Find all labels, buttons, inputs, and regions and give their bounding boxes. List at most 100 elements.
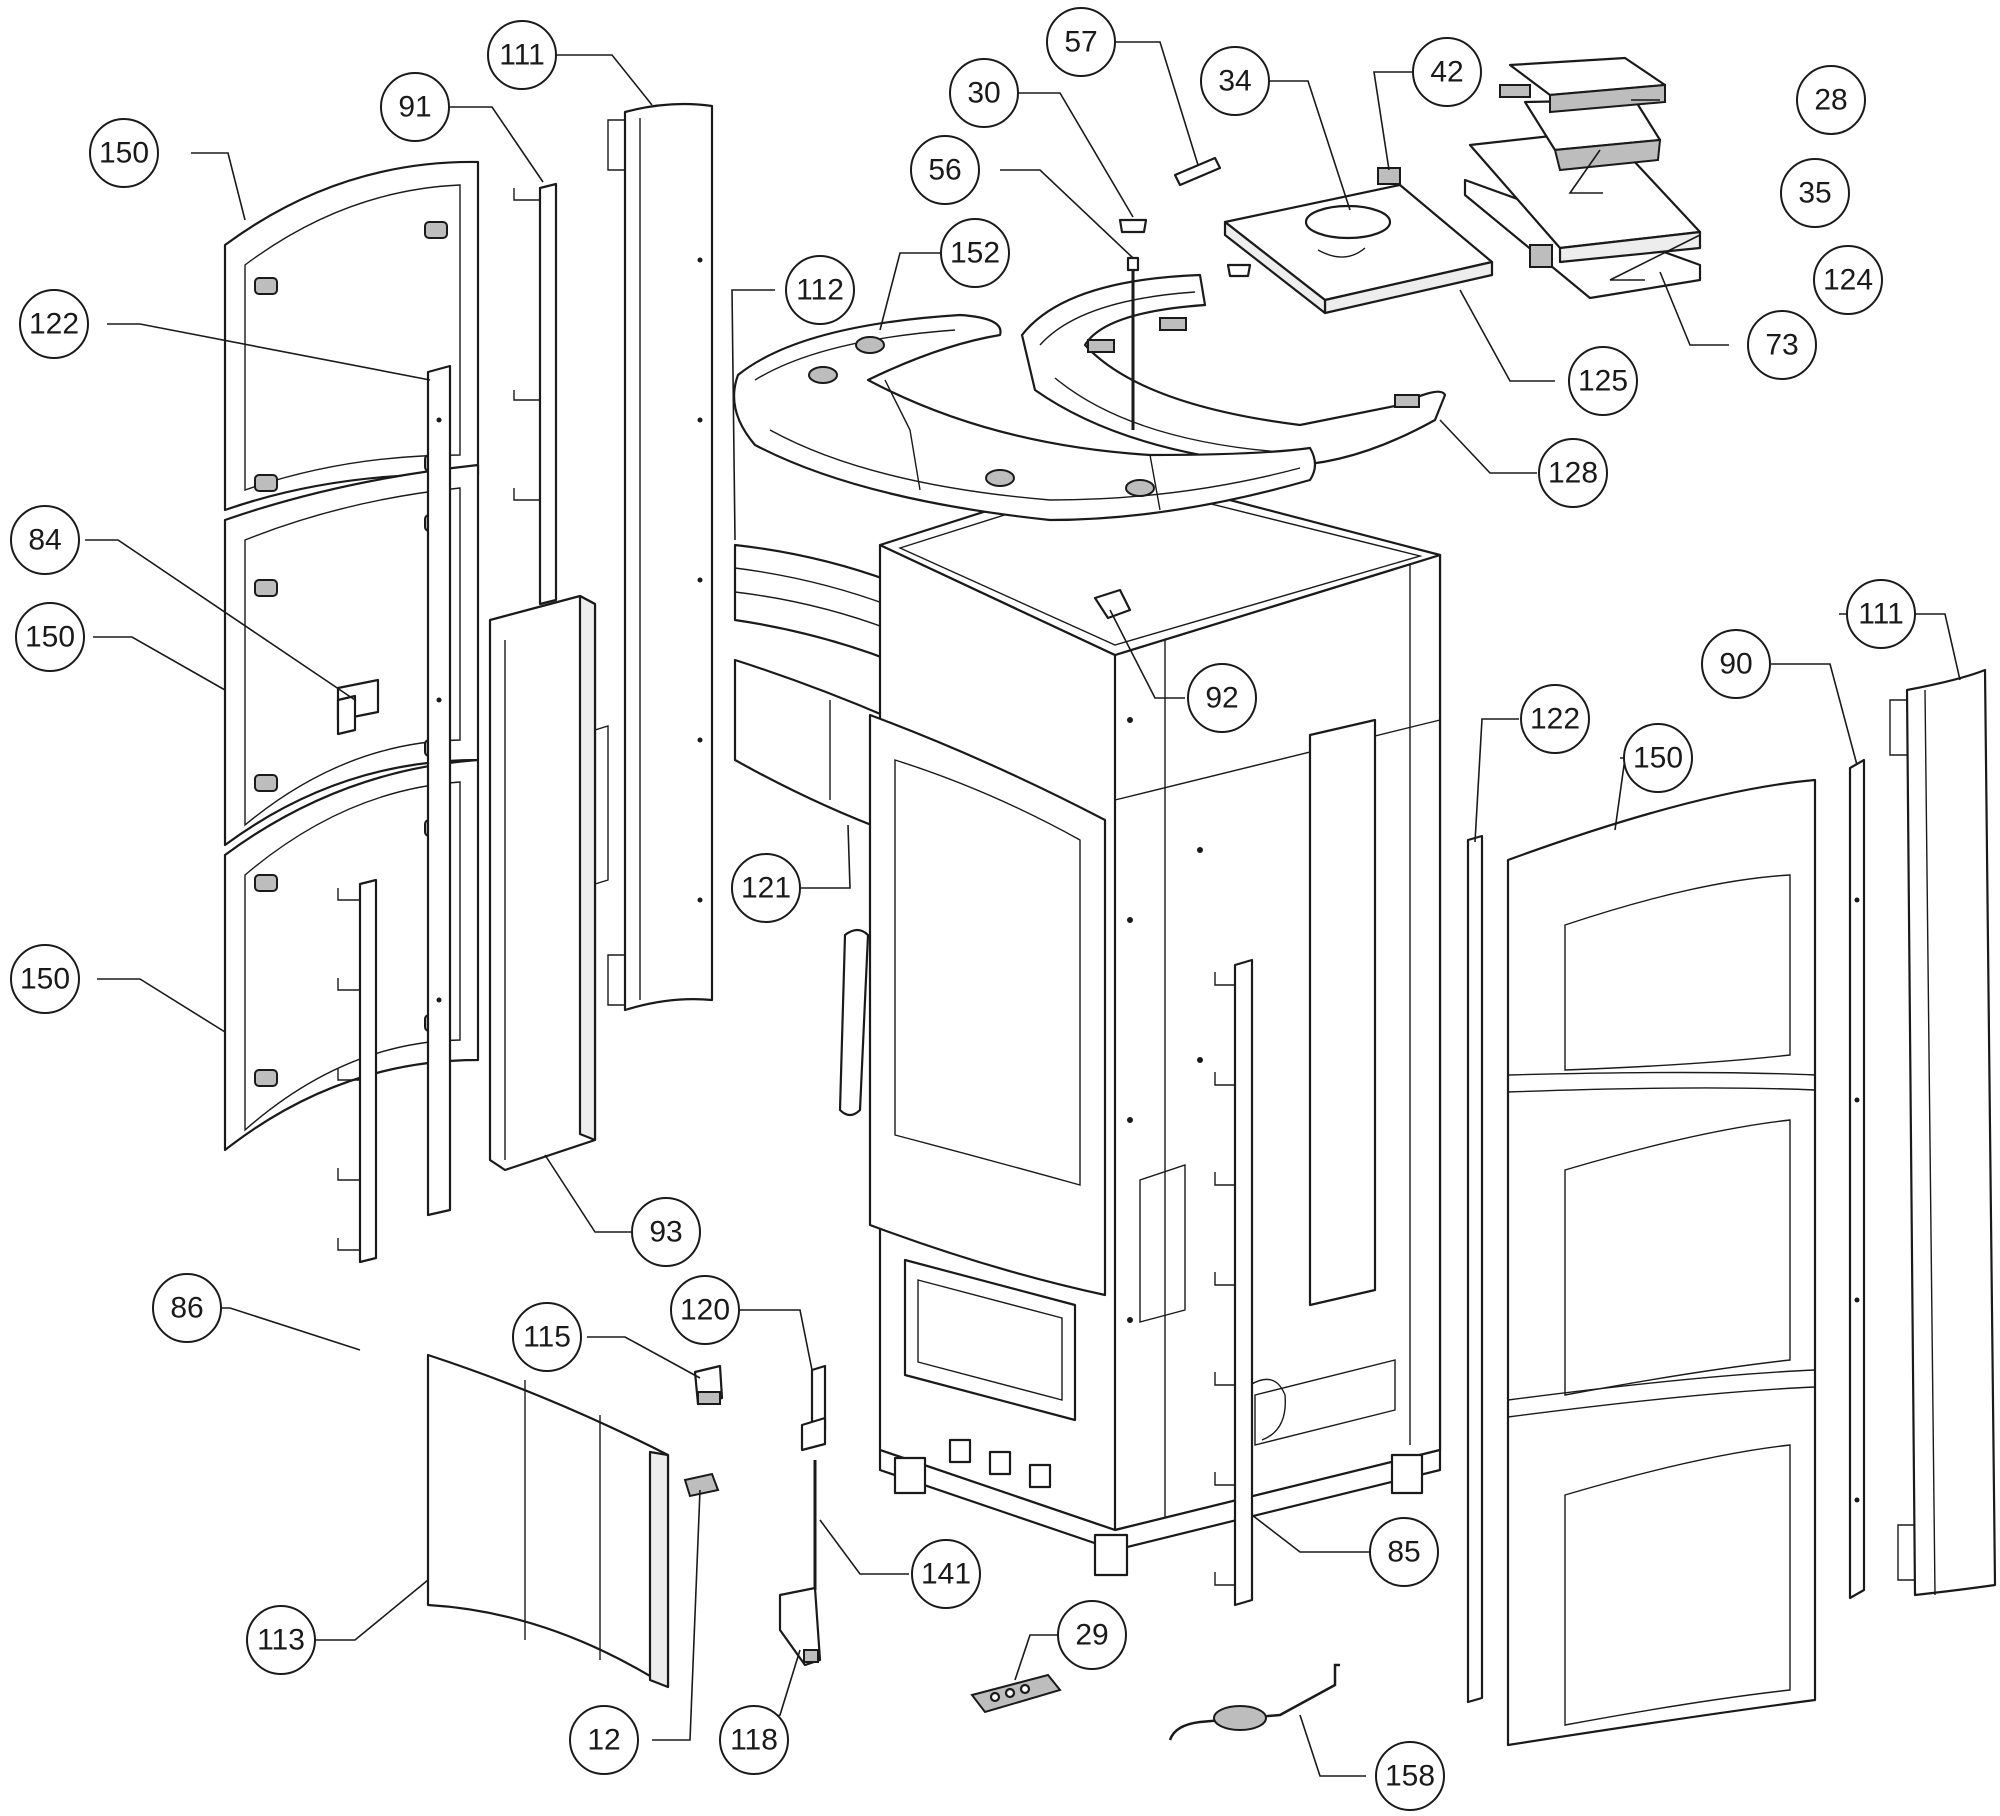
callout-91: 91 <box>380 72 450 142</box>
callout-34: 34 <box>1200 46 1270 116</box>
svg-text:121: 121 <box>741 872 791 905</box>
callout-118: 118 <box>719 1705 789 1775</box>
callout-35: 35 <box>1780 158 1850 228</box>
callout-111: 111 <box>487 20 557 90</box>
part-90-rail <box>1848 758 1866 1600</box>
callout-73: 73 <box>1747 310 1817 380</box>
svg-text:91: 91 <box>398 91 431 124</box>
callout-111: 111 <box>1846 579 1916 649</box>
part-12-pad <box>683 1472 720 1498</box>
callout-86: 86 <box>152 1273 222 1343</box>
part-35-housing <box>1523 98 1662 172</box>
svg-text:56: 56 <box>928 154 961 187</box>
part-42-hinge <box>1377 167 1401 185</box>
callouts: 150 91 111 57 30 34 42 28 56 35 152 112 … <box>10 7 1916 1811</box>
svg-text:34: 34 <box>1218 65 1251 98</box>
callout-150: 150 <box>15 602 85 672</box>
svg-text:85: 85 <box>1387 1536 1420 1569</box>
part-115-clip <box>693 1364 724 1406</box>
svg-text:29: 29 <box>1075 1619 1108 1652</box>
svg-text:113: 113 <box>257 1624 305 1657</box>
part-150-right-panel <box>1506 778 1817 1747</box>
callout-122: 122 <box>19 289 89 359</box>
part-150-left-panels <box>223 160 480 1152</box>
part-152-top-cover <box>733 313 1317 522</box>
svg-text:128: 128 <box>1548 457 1598 490</box>
callout-128: 128 <box>1538 438 1608 508</box>
svg-text:115: 115 <box>523 1321 571 1354</box>
svg-text:28: 28 <box>1814 84 1847 117</box>
svg-text:118: 118 <box>730 1724 778 1757</box>
part-84-bracket <box>336 678 380 736</box>
svg-text:122: 122 <box>29 308 79 341</box>
part-28-control-unit <box>1499 56 1667 114</box>
svg-text:158: 158 <box>1385 1760 1435 1793</box>
svg-text:150: 150 <box>20 963 70 996</box>
part-122-left-strip <box>426 364 452 1217</box>
svg-text:12: 12 <box>587 1724 620 1757</box>
callout-84: 84 <box>10 505 80 575</box>
svg-text:57: 57 <box>1064 26 1097 59</box>
part-120-bracket <box>800 1364 827 1452</box>
callout-152: 152 <box>940 218 1010 288</box>
part-main-body <box>838 468 1442 1577</box>
part-122-right-strip <box>1466 834 1484 1704</box>
svg-text:125: 125 <box>1578 365 1628 398</box>
callout-124: 124 <box>1813 245 1883 315</box>
svg-text:152: 152 <box>950 237 1000 270</box>
svg-text:124: 124 <box>1823 264 1873 297</box>
callout-42: 42 <box>1412 37 1482 107</box>
callout-113: 113 <box>246 1605 316 1675</box>
svg-text:86: 86 <box>170 1292 203 1325</box>
callout-30: 30 <box>949 58 1019 128</box>
svg-text:150: 150 <box>25 621 75 654</box>
part-111-left-column <box>607 102 714 1012</box>
svg-text:92: 92 <box>1205 682 1238 715</box>
callout-150: 150 <box>10 944 80 1014</box>
svg-text:93: 93 <box>649 1216 682 1249</box>
part-29-remote <box>970 1673 1062 1714</box>
callout-92: 92 <box>1187 663 1257 733</box>
callout-57: 57 <box>1046 7 1116 77</box>
callout-112: 112 <box>785 255 855 325</box>
callout-85: 85 <box>1369 1517 1439 1587</box>
svg-text:73: 73 <box>1765 329 1798 362</box>
callout-158: 158 <box>1375 1741 1445 1811</box>
part-93-panel <box>488 594 609 1172</box>
part-158-tool <box>1168 1663 1340 1741</box>
callout-115: 115 <box>512 1302 582 1372</box>
svg-text:150: 150 <box>1633 742 1683 775</box>
svg-text:150: 150 <box>99 137 149 170</box>
svg-text:120: 120 <box>680 1294 730 1327</box>
part-86-hook-rail <box>337 878 378 1264</box>
part-113-lower-panel <box>426 1353 670 1689</box>
part-92-lever <box>1093 588 1132 620</box>
part-118-bracket <box>778 1586 822 1667</box>
svg-text:141: 141 <box>921 1558 971 1591</box>
svg-text:30: 30 <box>967 77 1000 110</box>
part-91-hook-rail <box>513 182 558 606</box>
svg-text:111: 111 <box>499 39 545 72</box>
part-85-rail <box>1214 958 1254 1607</box>
callout-121: 121 <box>731 853 801 923</box>
callout-28: 28 <box>1796 65 1866 135</box>
callout-141: 141 <box>911 1539 981 1609</box>
svg-text:112: 112 <box>796 274 844 307</box>
callout-12: 12 <box>569 1705 639 1775</box>
callout-125: 125 <box>1568 346 1638 416</box>
part-30-knob <box>1118 218 1252 278</box>
svg-text:35: 35 <box>1798 177 1831 210</box>
part-57-link <box>1173 156 1222 187</box>
callout-120: 120 <box>670 1275 740 1345</box>
part-125-plate <box>1223 183 1494 315</box>
callout-90: 90 <box>1701 629 1771 699</box>
svg-text:111: 111 <box>1858 598 1904 631</box>
part-111-right-column <box>1889 668 1997 1597</box>
svg-text:90: 90 <box>1719 648 1752 681</box>
svg-text:122: 122 <box>1530 703 1580 736</box>
callout-150: 150 <box>89 118 159 188</box>
callout-93: 93 <box>631 1197 701 1267</box>
part-128-top-cover <box>1020 273 1447 467</box>
callout-29: 29 <box>1057 1600 1127 1670</box>
